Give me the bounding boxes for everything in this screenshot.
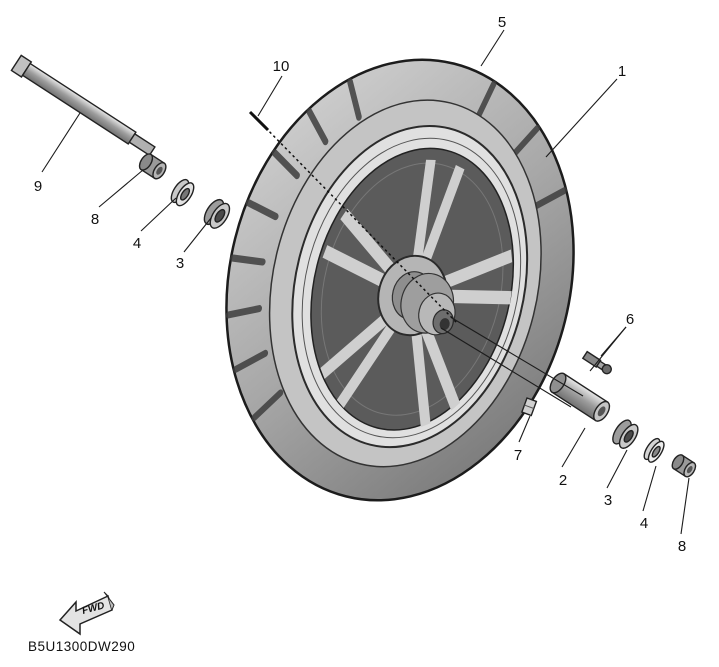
callout-seal-bottom: 4 xyxy=(640,515,648,532)
collar-top xyxy=(138,153,167,180)
callout-bearing-top: 3 xyxy=(176,255,184,272)
wheel-assembly xyxy=(225,58,575,502)
callout-axle: 9 xyxy=(34,178,42,195)
bearing-bottom xyxy=(612,419,639,449)
callout-seal-top: 4 xyxy=(133,235,141,252)
callout-rim: 1 xyxy=(618,63,626,80)
center-axis-line xyxy=(248,110,459,325)
callout-spacer: 2 xyxy=(559,472,567,489)
seal-bottom xyxy=(643,437,665,463)
valve-stem xyxy=(581,350,613,375)
collar-bottom xyxy=(671,454,697,478)
callout-weight: 7 xyxy=(514,447,522,464)
callout-axis: 10 xyxy=(273,58,290,75)
bearing-top xyxy=(203,198,231,229)
fwd-arrow: FWD xyxy=(58,591,115,636)
callout-valve: 6 xyxy=(626,311,634,328)
seal-top xyxy=(170,178,195,207)
tire-tread xyxy=(225,78,567,422)
callout-bearing-bottom: 3 xyxy=(604,492,612,509)
rim-inner-line xyxy=(320,162,504,416)
callouts: 5 10 1 9 8 4 3 6 7 2 3 4 8 xyxy=(34,14,686,555)
leader-lines xyxy=(41,29,690,535)
wheel-spacer xyxy=(549,372,611,422)
rim-edge xyxy=(301,137,522,439)
balance-weight xyxy=(520,397,538,417)
axle-shaft xyxy=(10,54,156,157)
callout-tire: 5 xyxy=(498,14,506,31)
wheel-hub xyxy=(377,254,456,337)
part-code: B5U1300DW290 xyxy=(28,639,135,654)
callout-collar-bottom: 8 xyxy=(678,538,686,555)
callout-collar-top: 8 xyxy=(91,211,99,228)
